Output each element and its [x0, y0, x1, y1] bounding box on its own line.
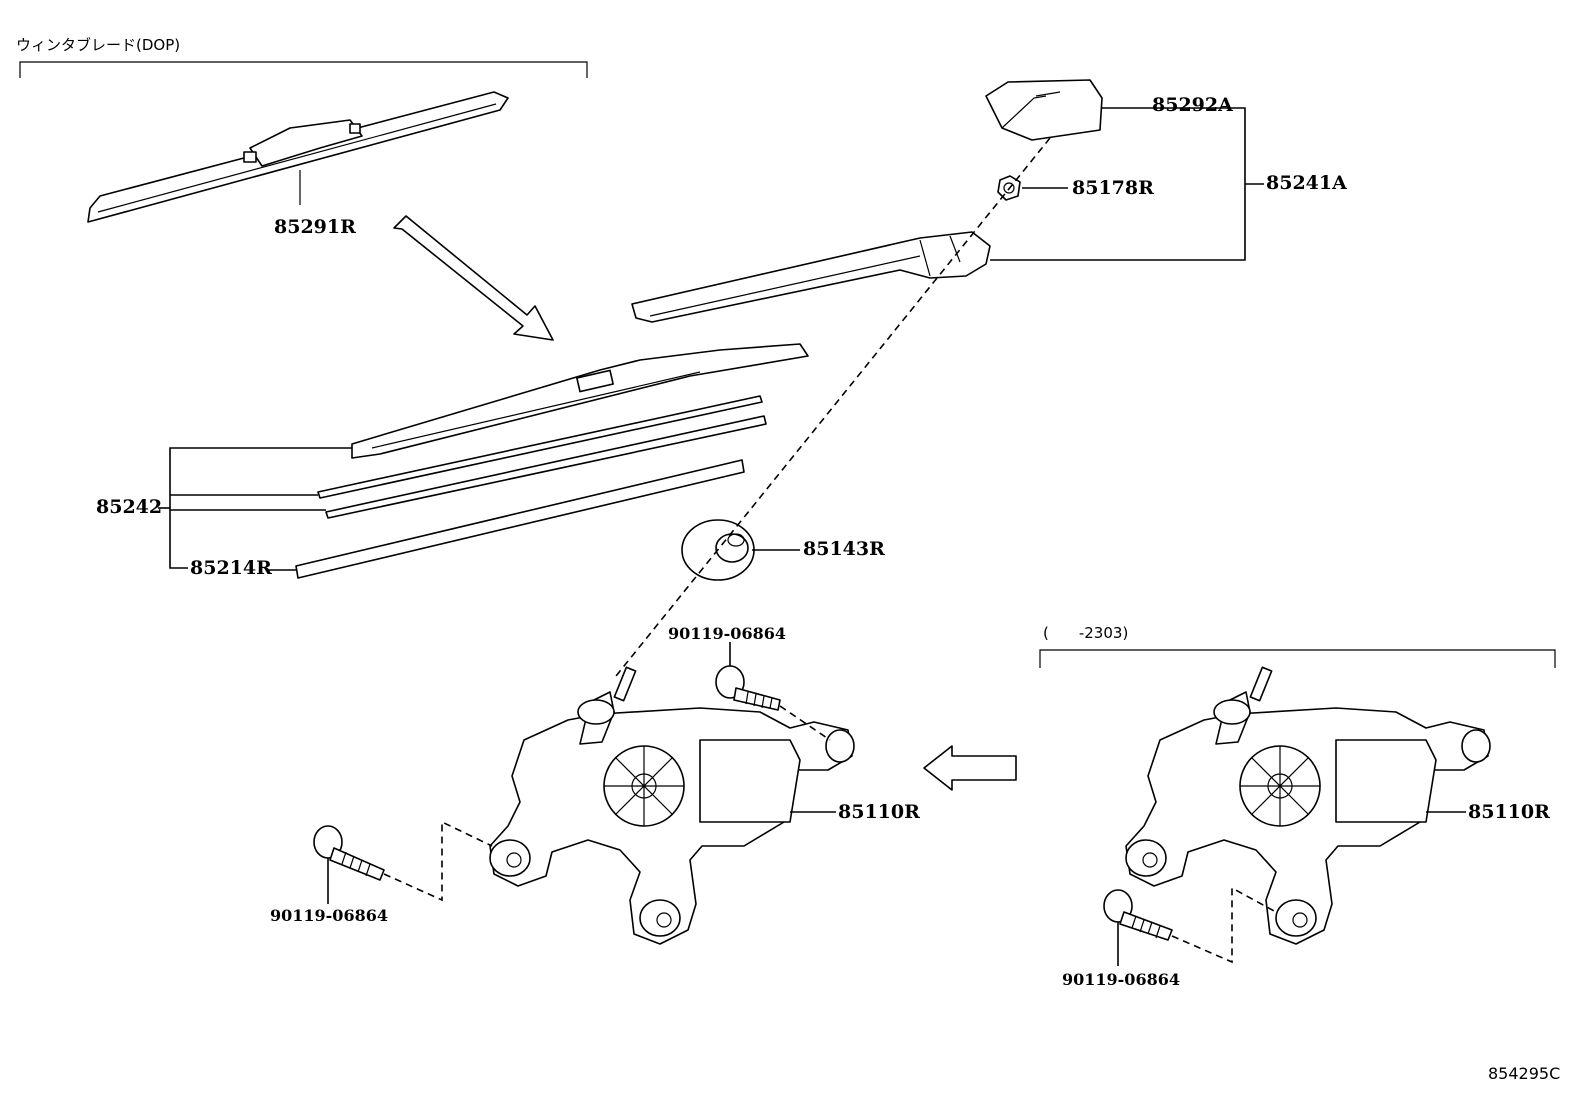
diagram-code: 854295C	[1488, 1064, 1561, 1083]
part-label-motor-alt[interactable]: 85110R	[1468, 801, 1550, 823]
blade-rubber-3	[295, 459, 745, 579]
bolt-top-drawing	[715, 665, 781, 711]
part-label-bolt-right[interactable]: 90119-06864	[1062, 970, 1180, 989]
part-label-arm-assy[interactable]: 85241A	[1266, 172, 1347, 194]
part-label-bolt-top[interactable]: 90119-06864	[668, 624, 786, 643]
part-label-arm-cap[interactable]: 85292A	[1152, 94, 1233, 116]
bolt-left-drawing	[313, 825, 385, 881]
part-label-pivot-cap[interactable]: 85143R	[803, 538, 885, 560]
direction-arrow-down	[393, 215, 554, 341]
part-label-nut[interactable]: 85178R	[1072, 177, 1154, 199]
blade-rubber-2	[325, 415, 767, 519]
part-label-motor-main[interactable]: 85110R	[838, 801, 920, 823]
period-group-bracket	[1039, 649, 1556, 668]
arm-cap-drawing	[985, 79, 1103, 141]
blade-assy-drawing	[351, 343, 809, 459]
direction-arrow-left	[923, 745, 1017, 791]
option-group-note: ウィンタブレード(DOP)	[16, 36, 181, 54]
winter-blade-drawing	[87, 91, 509, 223]
option-group-bracket	[19, 61, 588, 78]
wiper-arm-drawing	[631, 231, 991, 323]
part-label-blade-assy[interactable]: 85242	[96, 496, 163, 518]
bolt-right-drawing	[1103, 889, 1173, 941]
part-label-bolt-left[interactable]: 90119-06864	[270, 906, 388, 925]
part-label-blade-rubber[interactable]: 85214R	[190, 557, 272, 579]
motor-main-drawing	[489, 666, 855, 945]
part-label-winter-blade[interactable]: 85291R	[274, 216, 356, 238]
period-group-note: ( -2303)	[1043, 624, 1129, 642]
blade-rubber-1	[317, 395, 763, 499]
motor-alt-drawing	[1125, 666, 1491, 945]
assembly-axis-line	[615, 137, 1051, 677]
